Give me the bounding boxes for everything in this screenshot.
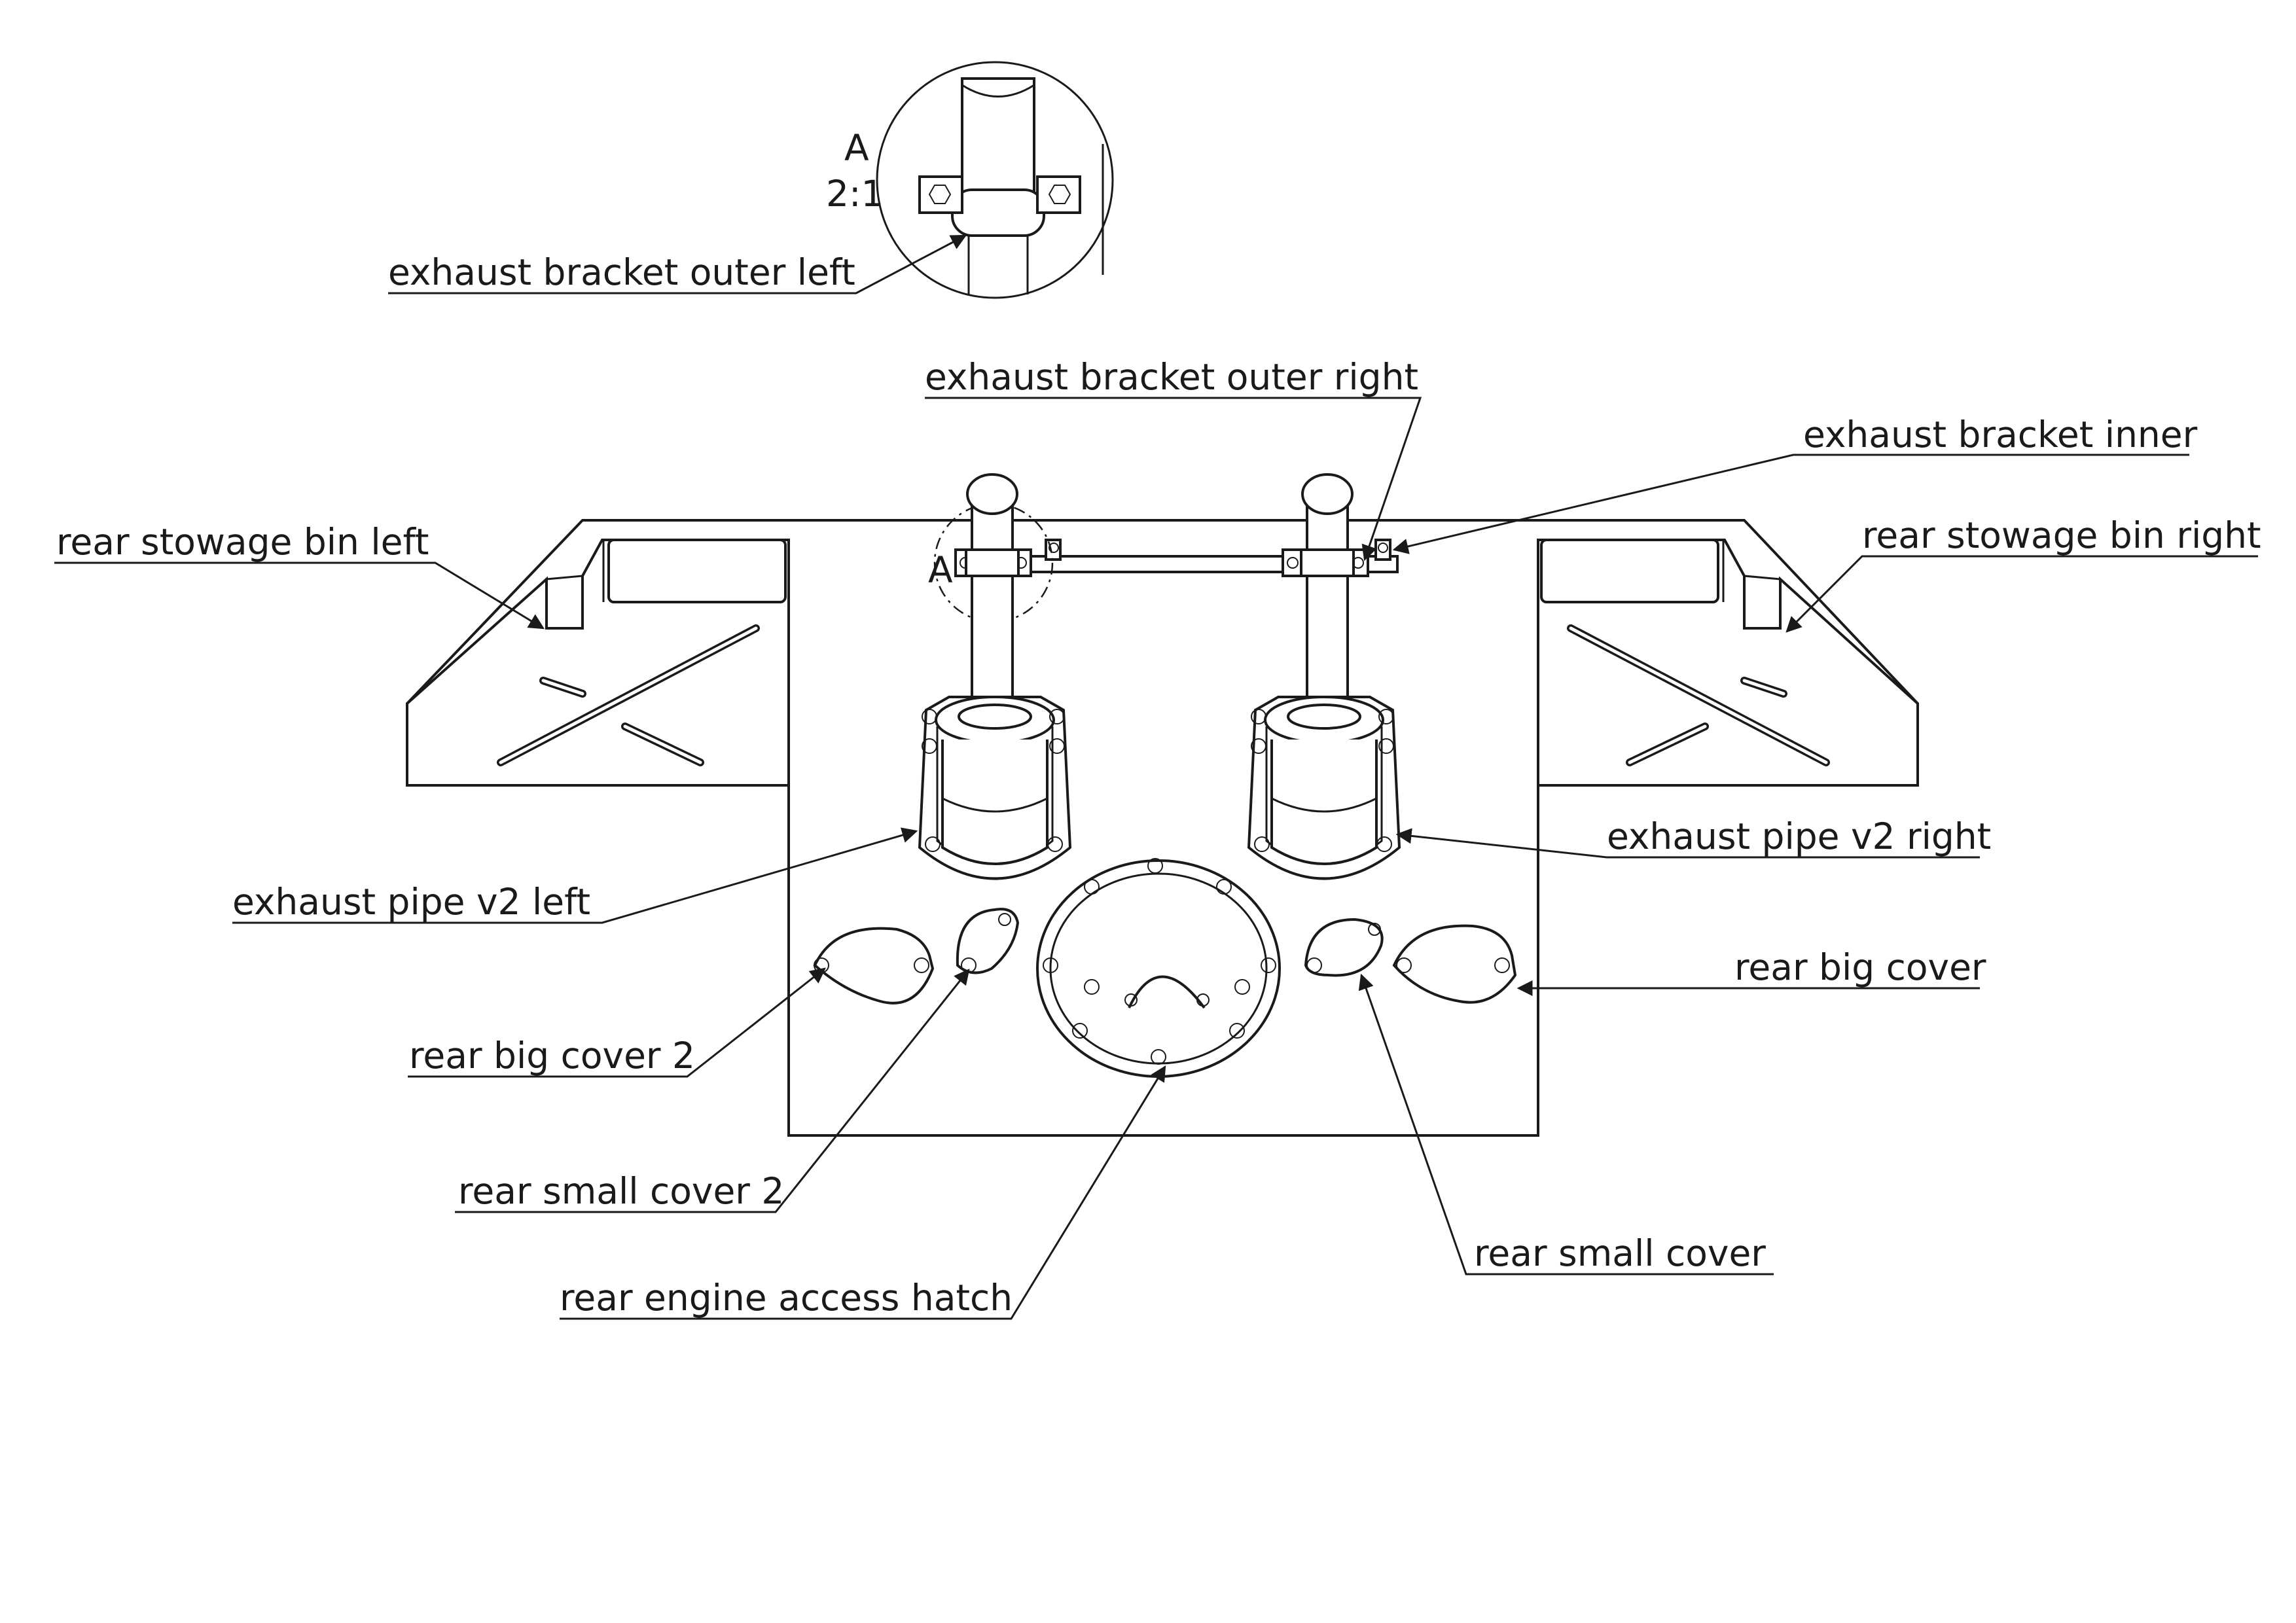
bolt-icon xyxy=(1151,1049,1166,1065)
bolt-icon xyxy=(1251,738,1266,754)
bolt-icon xyxy=(1229,1023,1245,1039)
hex-bolt-icon xyxy=(1494,957,1510,973)
label-exhaust-bracket-inner: exhaust bracket inner xyxy=(1803,414,2198,455)
bolt-icon xyxy=(1072,1023,1088,1039)
rear-engine-access-hatch xyxy=(1036,858,1281,1078)
bolt-icon xyxy=(1261,957,1276,973)
bolt-icon xyxy=(925,836,941,852)
label-exhaust-pipe-v2-right: exhaust pipe v2 right xyxy=(1607,815,1991,857)
detail-circle xyxy=(876,61,1114,299)
rear-big-cover-2 xyxy=(813,927,935,1005)
hex-bolt-icon xyxy=(1396,957,1412,973)
label-exhaust-bracket-outer-right: exhaust bracket outer right xyxy=(925,356,1418,398)
label-rear-stowage-bin-right: rear stowage bin right xyxy=(1862,514,2261,556)
label-exhaust-bracket-outer-left: exhaust bracket outer left xyxy=(388,251,855,293)
hex-bolt-icon xyxy=(1048,185,1071,204)
exhaust-pipe-v2-left xyxy=(918,473,1072,880)
bolt-icon xyxy=(1047,836,1063,852)
hex-bolt-icon xyxy=(928,185,952,204)
bolt-icon xyxy=(1049,738,1065,754)
hex-bolt-icon xyxy=(914,957,929,973)
hex-bolt-icon xyxy=(1306,957,1322,973)
leader-lines xyxy=(54,234,2258,1320)
bolt-icon xyxy=(1251,709,1266,724)
detail-clamp xyxy=(951,188,1045,237)
bolt-icon xyxy=(1378,738,1394,754)
label-rear-big-cover: rear big cover xyxy=(1734,946,1986,988)
bolt-icon xyxy=(1376,836,1392,852)
bolt-icon xyxy=(1043,957,1058,973)
rear-hull-assembly: A xyxy=(406,473,1919,1137)
bolt-icon xyxy=(1287,557,1299,569)
bolt-icon xyxy=(922,709,937,724)
exhaust-pipe-v2-right xyxy=(1247,473,1401,880)
section-marker-label: A xyxy=(928,549,953,591)
label-rear-small-cover-2: rear small cover 2 xyxy=(458,1170,784,1212)
bolt-icon xyxy=(1049,709,1065,724)
rear-small-cover xyxy=(1304,918,1384,977)
bolt-icon xyxy=(1254,836,1270,852)
rear-big-cover xyxy=(1392,924,1517,1004)
label-exhaust-pipe-v2-left: exhaust pipe v2 left xyxy=(232,881,590,923)
detail-view-a: A 2:1 xyxy=(826,61,1114,299)
hex-bolt-icon xyxy=(998,913,1011,926)
bolt-icon xyxy=(1049,543,1059,553)
bolt-icon xyxy=(922,738,937,754)
bolt-icon xyxy=(1147,858,1163,874)
hex-bolt-icon xyxy=(1368,923,1381,936)
bolt-icon xyxy=(1378,543,1388,553)
rear-stowage-bin-right xyxy=(1537,539,1919,787)
label-rear-stowage-bin-left: rear stowage bin left xyxy=(56,521,429,563)
bolt-icon xyxy=(1084,879,1100,895)
bolt-icon xyxy=(1378,709,1394,724)
bolt-icon xyxy=(1124,993,1138,1007)
bolt-icon xyxy=(1234,979,1250,995)
label-rear-engine-access-hatch: rear engine access hatch xyxy=(560,1277,1013,1319)
bolt-icon xyxy=(1084,979,1100,995)
rear-stowage-bin-left xyxy=(406,539,790,787)
detail-letter: A xyxy=(844,127,869,169)
callout-labels: exhaust bracket outer left exhaust brack… xyxy=(56,251,2261,1319)
rear-small-cover-2 xyxy=(956,908,1020,974)
bolt-icon xyxy=(1216,879,1232,895)
detail-scale: 2:1 xyxy=(826,173,884,215)
label-rear-big-cover-2: rear big cover 2 xyxy=(409,1035,695,1077)
label-rear-small-cover: rear small cover xyxy=(1474,1232,1766,1274)
bolt-icon xyxy=(1196,993,1210,1007)
